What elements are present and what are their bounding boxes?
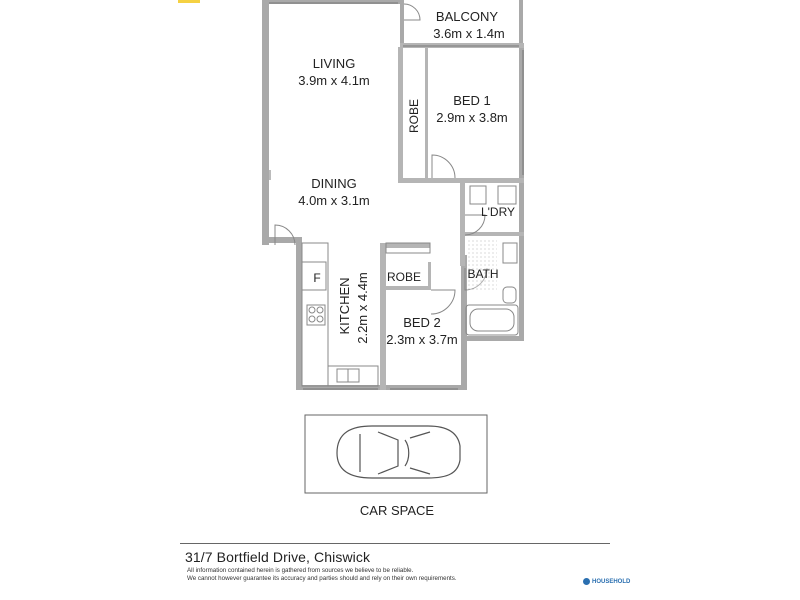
disclaimer-line-1: All information contained herein is gath… <box>187 567 414 574</box>
balcony-label: BALCONY <box>436 9 498 24</box>
kitchen-dims: 2.2m x 4.4m <box>355 272 370 344</box>
bath-fixtures <box>465 240 519 336</box>
disclaimer-line-2: We cannot however guarantee its accuracy… <box>187 575 457 582</box>
dining-dims: 4.0m x 3.1m <box>298 193 370 208</box>
bed2-dims: 2.3m x 3.7m <box>386 332 458 347</box>
brand-logo-icon <box>583 578 590 585</box>
brand-logo: HOUSEHOLD <box>583 578 630 585</box>
dining-label: DINING <box>311 176 357 191</box>
balcony-dims: 3.6m x 1.4m <box>433 26 505 41</box>
bed2-label: BED 2 <box>403 315 441 330</box>
car-icon <box>336 425 461 479</box>
robe2-label: ROBE <box>387 270 421 284</box>
laundry-label: L'DRY <box>481 205 515 219</box>
bed2-robe-unit <box>385 242 431 254</box>
toilet-icon <box>502 286 517 304</box>
cooktop-icon <box>306 304 326 326</box>
brand-name: HOUSEHOLD <box>592 578 631 585</box>
living-dims: 3.9m x 4.1m <box>298 73 370 88</box>
car-space-label: CAR SPACE <box>360 503 434 518</box>
living-label: LIVING <box>313 56 356 71</box>
windows <box>269 2 524 390</box>
laundry-fixtures <box>469 185 517 205</box>
accent-mark <box>178 0 200 3</box>
footer-divider <box>180 543 610 544</box>
car-space-outline <box>304 414 488 494</box>
bath-label: BATH <box>467 267 498 281</box>
fridge-label: F <box>313 271 320 285</box>
property-address: 31/7 Bortfield Drive, Chiswick <box>185 549 371 565</box>
bed1-label: BED 1 <box>453 93 491 108</box>
kitchen-fixtures <box>301 242 379 387</box>
disclaimer: All information contained herein is gath… <box>187 567 507 583</box>
kitchen-label: KITCHEN <box>337 277 352 334</box>
robe1-label: ROBE <box>407 99 421 133</box>
bed1-dims: 2.9m x 3.8m <box>436 110 508 125</box>
bathtub-icon <box>465 304 519 336</box>
